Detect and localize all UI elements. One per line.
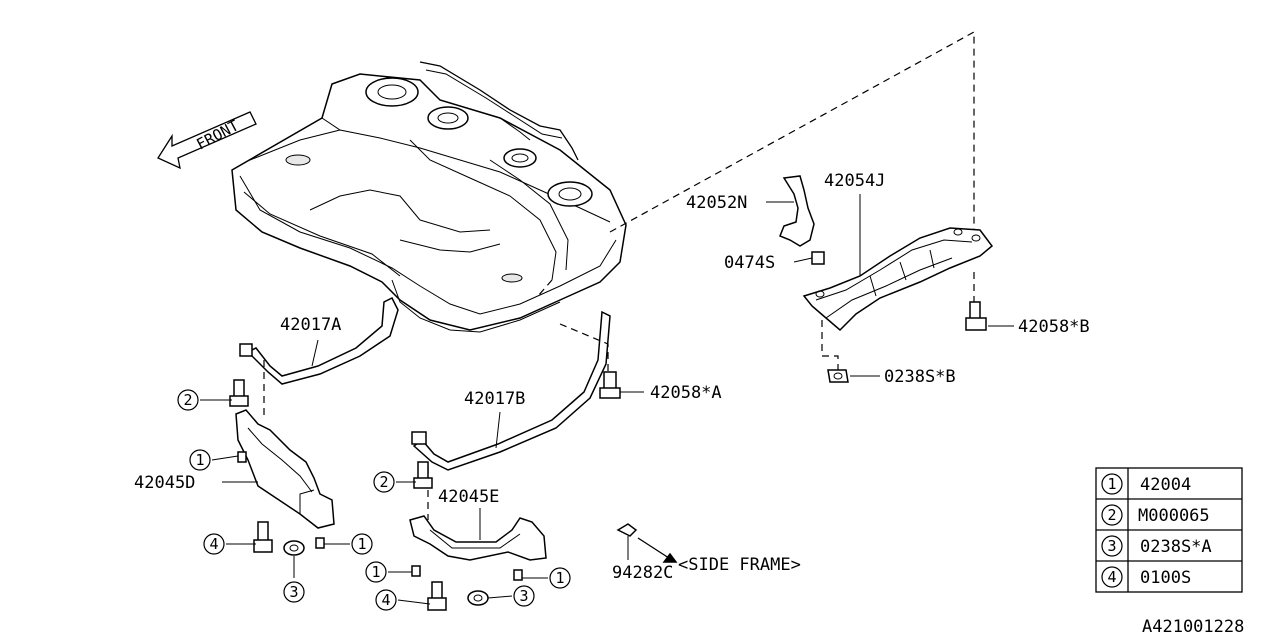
label-42017b: 42017B [464,389,525,409]
label-42058b: 42058*B [1018,317,1090,337]
clip-42004-a [237,451,247,463]
legend-row-2: 2 M000065 [1101,504,1210,526]
label-42045e: 42045E [438,487,499,507]
callout-1-bracket: 1 [351,533,373,555]
bolt-0100s-left [253,521,273,553]
nut-0238sb [827,369,849,383]
strap-42017a [239,296,399,385]
legend-part-2: M000065 [1138,506,1210,526]
label-42017a: 42017A [280,315,341,335]
svg-text:1: 1 [195,451,204,469]
bracket-42052n [779,175,815,247]
clip-42004-d [513,569,523,581]
side-frame-label: <SIDE FRAME> [678,555,801,575]
callout-2-left: 2 [177,389,199,411]
nut-0474s [811,251,825,265]
svg-text:1: 1 [555,569,564,587]
legend-part-1: 42004 [1140,475,1191,495]
strap-42017b [411,310,611,471]
nut-0238sa-left [283,540,305,556]
bolt-m000065-left [229,379,249,407]
callout-4-left: 4 [203,533,225,555]
legend-row-3: 3 0238S*A [1101,535,1212,557]
clip-42004-b [315,537,325,549]
svg-text:3: 3 [1107,537,1116,555]
svg-text:4: 4 [381,591,390,609]
front-label: FRONT [193,116,241,153]
svg-text:1: 1 [371,563,380,581]
bolt-42058b [965,301,987,331]
legend-row-1: 1 42004 [1101,473,1191,495]
nut-0238sa-right [467,590,489,606]
label-42054j: 42054J [824,171,885,191]
heat-shield-42054j [802,227,994,332]
clip-94282c [616,523,638,537]
label-42052n: 42052N [686,193,747,213]
legend-part-3: 0238S*A [1140,537,1212,557]
label-0238sb: 0238S*B [884,367,956,387]
svg-text:4: 4 [1107,568,1116,586]
svg-text:3: 3 [289,583,298,601]
figure-code: A421001228 [1142,617,1244,637]
bolt-42058a [599,371,621,399]
legend-table: 1 42004 2 M000065 3 0238S*A 4 0100S [1095,467,1243,593]
svg-text:3: 3 [519,587,528,605]
bolt-m000065-middle [413,461,433,489]
svg-text:2: 2 [1107,506,1116,524]
legend-row-4: 4 0100S [1101,566,1191,588]
legend-part-4: 0100S [1140,568,1191,588]
callout-1-left: 1 [189,449,211,471]
svg-text:2: 2 [379,473,388,491]
clip-42004-c [411,565,421,577]
bracket-42045e [409,515,547,561]
svg-text:4: 4 [209,535,218,553]
callout-3-left: 3 [283,581,305,603]
callout-4-middle: 4 [375,589,397,611]
callout-1-middle: 1 [365,561,387,583]
front-arrow: FRONT [157,111,257,170]
callout-3-right: 3 [513,585,535,607]
callout-1-right: 1 [549,567,571,589]
svg-text:2: 2 [183,391,192,409]
fuel-tank [231,61,627,333]
bolt-0100s-right [427,581,447,611]
bracket-42045d [235,409,335,529]
svg-text:1: 1 [357,535,366,553]
label-42045d: 42045D [134,473,195,493]
label-94282c: 94282C [612,563,673,583]
label-42058a: 42058*A [650,383,722,403]
label-0474s: 0474S [724,253,775,273]
svg-text:1: 1 [1107,475,1116,493]
callout-2-middle: 2 [373,471,395,493]
